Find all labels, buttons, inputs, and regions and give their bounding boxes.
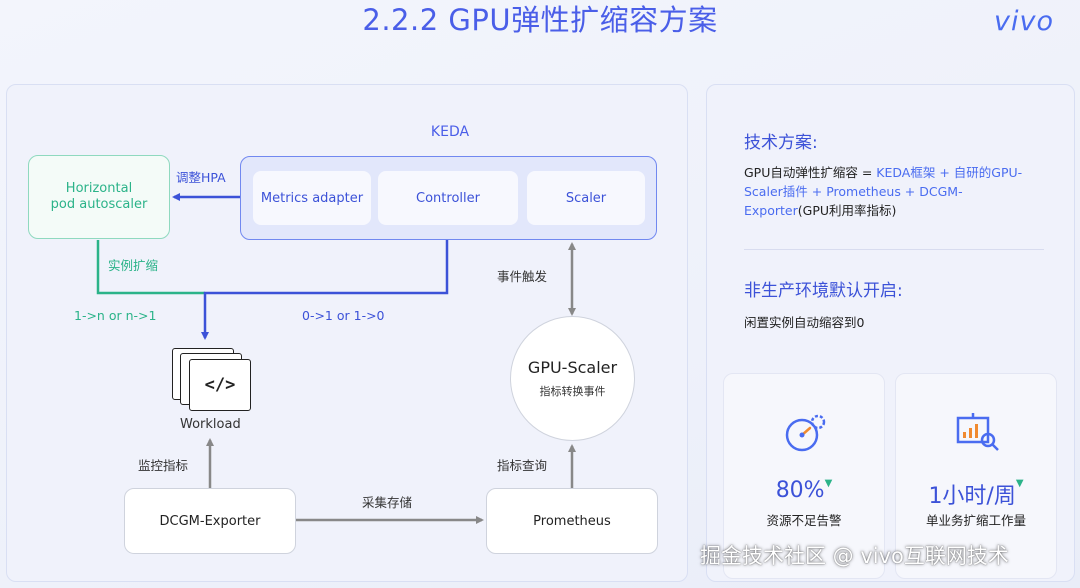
instance-scale-label: 实例扩缩 bbox=[108, 258, 159, 273]
effort-value: 1小时/周▼ bbox=[928, 478, 1024, 509]
alert-metric-card: 80%▼ 资源不足告警 bbox=[723, 373, 885, 579]
vivo-logo: vivo bbox=[994, 6, 1054, 37]
monitor-label: 监控指标 bbox=[138, 458, 189, 473]
presentation-chart-icon bbox=[956, 413, 999, 451]
tech-plan-heading: 技术方案: bbox=[744, 133, 818, 153]
gpu-scaler-title: GPU-Scaler bbox=[527, 358, 618, 377]
divider bbox=[744, 249, 1044, 250]
controller-node: Controller bbox=[378, 171, 518, 225]
query-label: 指标查询 bbox=[497, 458, 548, 473]
collect-label: 采集存储 bbox=[362, 495, 413, 510]
effort-caption: 单业务扩缩工作量 bbox=[925, 513, 1026, 528]
scaler-node: Scaler bbox=[527, 171, 645, 225]
workload-metric-card: 1小时/周▼ 单业务扩缩工作量 bbox=[895, 373, 1057, 579]
workload-label: Workload bbox=[180, 417, 241, 432]
alert-value: 80%▼ bbox=[775, 478, 833, 503]
tech-plan-text: GPU自动弹性扩缩容 = KEDA框架 + 自研的GPU- Scaler插件 +… bbox=[744, 165, 1023, 218]
hpa-line2: pod autoscaler bbox=[50, 197, 148, 212]
hpa-line1: Horizontal bbox=[65, 181, 133, 196]
prometheus-node: Prometheus bbox=[486, 488, 658, 554]
keda-label: KEDA bbox=[430, 124, 470, 140]
gpu-scaler-node: GPU-Scaler 指标转换事件 bbox=[510, 316, 635, 441]
speedometer-gear-icon bbox=[785, 414, 826, 452]
metrics-adapter-node: Metrics adapter bbox=[253, 171, 371, 225]
dcgm-exporter-node: DCGM-Exporter bbox=[124, 488, 296, 554]
event-trigger-label: 事件触发 bbox=[497, 269, 548, 284]
code-document-icon: </> bbox=[172, 348, 256, 414]
default-on-heading: 非生产环境默认开启: bbox=[744, 281, 903, 301]
hpa-node: Horizontal pod autoscaler bbox=[28, 155, 170, 239]
page-title: 2.2.2 GPU弹性扩缩容方案 bbox=[362, 3, 718, 37]
adjust-hpa-label: 调整HPA bbox=[176, 170, 226, 185]
gpu-scaler-subtitle: 指标转换事件 bbox=[539, 385, 606, 398]
watermark: 掘金技术社区 @ vivo互联网技术 bbox=[700, 544, 1009, 568]
alert-caption: 资源不足告警 bbox=[766, 513, 842, 528]
keda-range-label: 0->1 or 1->0 bbox=[302, 308, 385, 323]
default-on-text: 闲置实例自动缩容到0 bbox=[744, 315, 865, 330]
hpa-range-label: 1->n or n->1 bbox=[74, 308, 157, 323]
